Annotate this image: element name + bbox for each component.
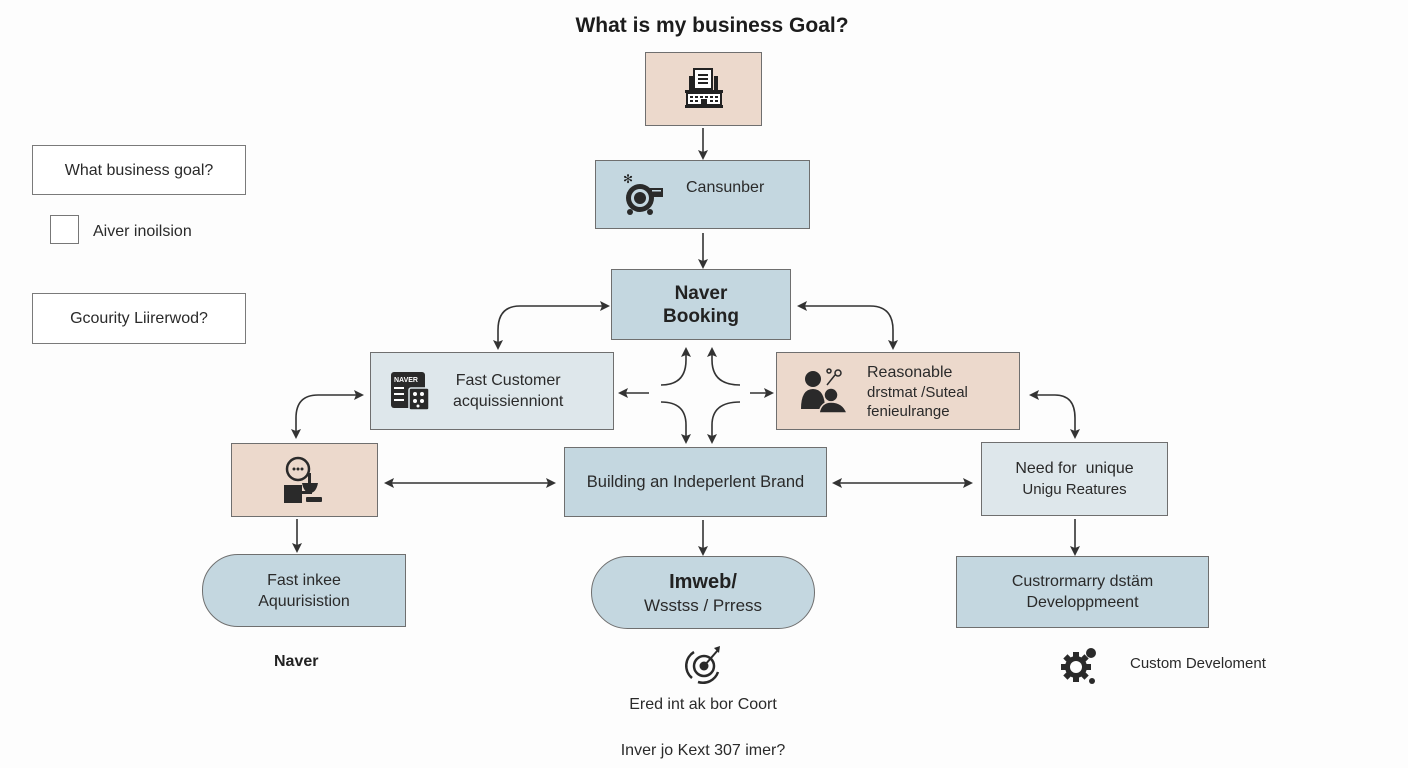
independent-brand-node[interactable]: Building an Indeperlent Brand [564, 447, 827, 517]
imweb-node[interactable]: Imweb/ Wsstss / Prress [591, 556, 815, 629]
reasonable-line2: drstmat /Suteal [867, 383, 968, 401]
fast-customer-line2: acquissienniont [453, 393, 564, 410]
reasonable-line3: fenieulrange [867, 402, 950, 420]
independent-brand-label: Building an Indeperlent Brand [586, 472, 805, 491]
naver-qr-icon: NAVER [391, 372, 430, 411]
naver-booking-node[interactable]: Naver Booking [611, 269, 791, 340]
fast-customer-line1: Fast Customer [455, 372, 561, 389]
custom-development-label: Custom Develoment [1130, 655, 1266, 672]
fast-inkee-line2: Aquurisistion [258, 592, 350, 610]
fast-inkee-node[interactable]: Fast inkee Aquurisistion [202, 554, 406, 627]
checkbox-label: Aiver inoilsion [93, 223, 192, 240]
consumer-label: Cansunber [686, 179, 765, 196]
custom-development-line1: Custrormarry dstäm [1011, 573, 1154, 590]
people-icon [801, 368, 849, 414]
custom-development-line2: Developpmeent [1026, 594, 1139, 611]
building-icon [684, 68, 723, 108]
fast-inkee-line1: Fast inkee [267, 571, 341, 589]
naver-booking-line1: Naver [674, 282, 728, 304]
naver-booking-line2: Booking [663, 305, 739, 327]
imweb-line1: Imweb/ [669, 570, 737, 593]
unique-features-node[interactable]: Need for unique Unigu Reatures [981, 442, 1168, 516]
custom-development-node[interactable]: Custrormarry dstäm Developpmeent [956, 556, 1209, 628]
fast-customer-node[interactable]: NAVER Fast Customer acquissienniont [370, 352, 614, 430]
target-label: Ered int ak bor Coort [629, 696, 777, 713]
reasonable-text: Reasonable drstmat /Suteal fenieulrange [867, 362, 968, 421]
naver-label: Naver [274, 653, 319, 670]
reasonable-line1: Reasonable [867, 363, 953, 381]
unique-features-line1: Need for unique [1015, 460, 1134, 477]
page-title: What is my business Goal? [575, 14, 849, 37]
gear-icon [1061, 648, 1096, 684]
arrow-cross-upleft [660, 347, 691, 386]
camera-icon: ✻ [623, 172, 663, 215]
question-box-business-goal[interactable]: What business goal? [32, 145, 246, 195]
checkbox[interactable] [50, 215, 79, 244]
arrow-naver-fastcustomer [493, 301, 610, 350]
arrow-reasonable-unique [1029, 390, 1080, 439]
unique-features-line2: Unigu Reatures [1022, 481, 1127, 498]
svg-text:✻: ✻ [623, 172, 633, 186]
target-icon [685, 646, 720, 684]
arrow-naver-reasonable [797, 301, 898, 350]
user-chat-node[interactable] [231, 443, 378, 517]
question-label: Gcourity Liirerwod? [70, 310, 208, 327]
reasonable-node[interactable]: Reasonable drstmat /Suteal fenieulrange [776, 352, 1020, 430]
top-building-node[interactable] [645, 52, 762, 126]
arrow-fastcustomer-iconbox [291, 390, 364, 439]
user-chat-icon [283, 456, 322, 503]
imweb-line2: Wsstss / Prress [643, 595, 763, 615]
question-label: What business goal? [64, 161, 214, 179]
arrow-cross-upright [707, 347, 741, 386]
arrow-cross-downright [707, 401, 741, 444]
question-box-security[interactable]: Gcourity Liirerwod? [32, 293, 246, 344]
bottom-question: Inver jo Kext 307 imer? [620, 742, 786, 759]
svg-text:NAVER: NAVER [394, 377, 418, 384]
consumer-node[interactable]: ✻ Cansunber [595, 160, 810, 229]
arrow-cross-downleft [660, 401, 691, 444]
fast-customer-text: Fast Customer acquissienniont [453, 370, 563, 412]
